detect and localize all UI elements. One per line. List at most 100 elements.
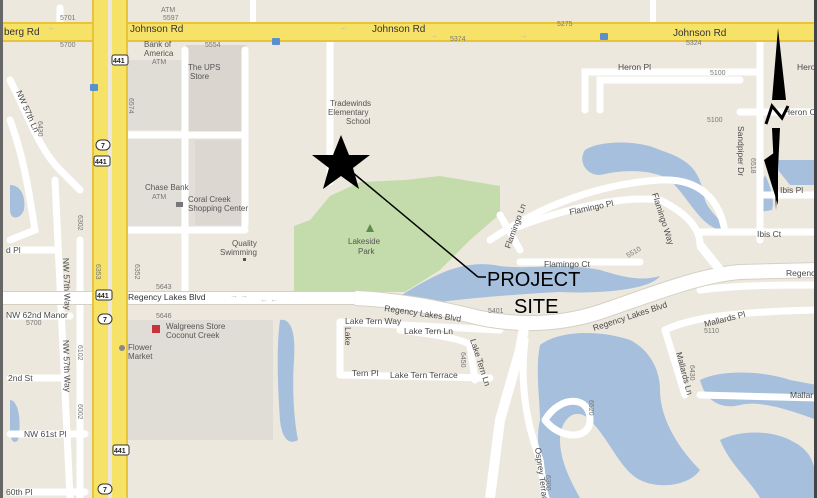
johnson-rd-road xyxy=(0,22,817,42)
road-label-nw-57th-way-2: NW 57th Way xyxy=(61,340,73,393)
water-bodies xyxy=(10,142,817,498)
street-mallards-ln xyxy=(661,326,689,399)
road-top-right xyxy=(650,0,656,22)
street-cul-de-sac xyxy=(541,397,594,439)
project-site-label-line1: PROJECT xyxy=(487,269,580,291)
address-number: 6102 xyxy=(76,345,83,361)
shield-441-bottom: 441 xyxy=(112,444,130,456)
address-number: 5643 xyxy=(156,284,172,291)
road-label-nd-pl: d Pl xyxy=(6,245,21,255)
arrow-icon: ← xyxy=(48,23,56,32)
road-label-lake-v: Lake xyxy=(343,327,353,346)
address-number: 6520 xyxy=(587,400,594,416)
road-label-regency-far: Regenc xyxy=(786,268,816,278)
street-heron-pl xyxy=(581,36,764,114)
johnson-rd-fill xyxy=(0,24,817,40)
shield-7-text: 7 xyxy=(103,317,107,324)
block-commercial xyxy=(128,320,273,440)
address-number: 6518 xyxy=(749,158,756,174)
park-tree-icon xyxy=(366,224,374,232)
shield-441-text: 441 xyxy=(95,159,107,166)
north-arrow-shaft-top xyxy=(772,28,786,100)
north-arrow-n-symbol xyxy=(764,102,790,125)
shield-441-text: 441 xyxy=(114,448,126,455)
regency-curve-segment-fill xyxy=(354,263,817,331)
address-number: 6353 xyxy=(94,264,101,280)
road-label-nd-st: 2nd St xyxy=(8,373,33,383)
road-label-lake-tern-way: Lake Tern Way xyxy=(345,316,402,326)
road-label-johnson-left: berg Rd xyxy=(4,27,40,38)
road-label-hero: Hero xyxy=(797,62,816,72)
regency-branch-north xyxy=(696,242,724,273)
bus-stop-icons xyxy=(90,33,608,91)
canal-west xyxy=(277,319,298,442)
address-number: 5374 xyxy=(450,36,466,43)
block-commercial xyxy=(195,140,245,225)
lake-east xyxy=(770,160,817,185)
address-number: 5700 xyxy=(60,42,76,49)
residential-streets xyxy=(6,4,817,498)
road-label-60th-pl: 60th Pl xyxy=(6,487,33,497)
shield-441-bg xyxy=(93,155,111,167)
road-label-nw-61st-pl: NW 61st Pl xyxy=(24,429,67,439)
address-number: 5597 xyxy=(163,15,179,22)
north-arrow-icon xyxy=(764,28,790,210)
poi-lakeside-park: Lakeside xyxy=(348,237,381,246)
lake-project-site xyxy=(400,264,660,303)
poi-bank-of-america-2: America xyxy=(144,49,174,58)
shield-441-bg xyxy=(111,54,129,66)
address-number: 6302 xyxy=(76,215,83,231)
north-arrow-notch xyxy=(764,150,778,205)
address-number: 6352 xyxy=(133,264,140,280)
arrow-icon: ← ← xyxy=(260,295,278,304)
road-label-johnson-2: Johnson Rd xyxy=(372,24,425,35)
address-number: 6430 xyxy=(688,365,695,381)
lakeside-park-area xyxy=(294,176,500,292)
highway-fill-east xyxy=(112,0,126,498)
project-site-marker: PROJECT SITE xyxy=(312,135,580,318)
road-label-tern-pl: Tern Pl xyxy=(352,368,379,378)
road-label-nw-62nd-manor: NW 62nd Manor xyxy=(6,310,68,320)
street-flamingo-pl xyxy=(506,195,664,234)
road-label-johnson-1: Johnson Rd xyxy=(130,24,183,35)
poi-ups-2: Store xyxy=(190,72,210,81)
street-mallards-pl xyxy=(661,306,817,334)
road-label-lake-tern-ln: Lake Tern Ln xyxy=(404,326,453,336)
lake-south xyxy=(537,333,700,498)
poi-quality-swimming-2: Swimming xyxy=(220,248,257,257)
address-number: 6002 xyxy=(76,404,83,420)
road-label-heron-pl: Heron Pl xyxy=(618,62,651,72)
address-number: 5100 xyxy=(707,117,723,124)
shield-441-text: 441 xyxy=(113,58,125,65)
shield-7-bg xyxy=(97,313,113,325)
street-flamingo-ln xyxy=(496,211,524,254)
address-number: 5100 xyxy=(710,70,726,77)
bus-icon xyxy=(600,33,608,40)
address-number: 5646 xyxy=(156,313,172,320)
road-label-sandpiper-dr: Sandpiper Dr xyxy=(736,126,746,176)
street-west-loop xyxy=(6,116,39,244)
street-nw-57th-ln xyxy=(6,76,84,194)
atm-label: ATM xyxy=(161,7,175,14)
star-icon xyxy=(312,135,370,189)
poi-quality-swimming: Quality xyxy=(232,239,257,248)
shield-7-bg xyxy=(97,483,113,495)
address-numbers: 5701 5597 5700 5554 5275 5374 5324 5100 … xyxy=(26,7,756,491)
block-commercial xyxy=(186,45,246,135)
highway-median xyxy=(108,0,112,498)
address-number: 5324 xyxy=(686,40,702,47)
shield-7-bg xyxy=(95,139,111,151)
poi-atm-1: ATM xyxy=(152,59,166,66)
arrow-icon: → xyxy=(430,31,438,40)
street-heron-loop xyxy=(596,76,744,114)
shield-7-regency: 7 xyxy=(97,313,113,325)
street-mallar xyxy=(696,391,817,402)
poi-ups: The UPS xyxy=(188,63,220,72)
regency-lakes-blvd-road xyxy=(0,242,817,498)
shield-441-mid: 441 xyxy=(93,155,111,167)
shield-7-text: 7 xyxy=(101,143,105,150)
road-label-ibis-ct: Ibis Ct xyxy=(757,229,782,239)
points-of-interest: Bank of America ATM The UPS Store Tradew… xyxy=(119,40,381,361)
